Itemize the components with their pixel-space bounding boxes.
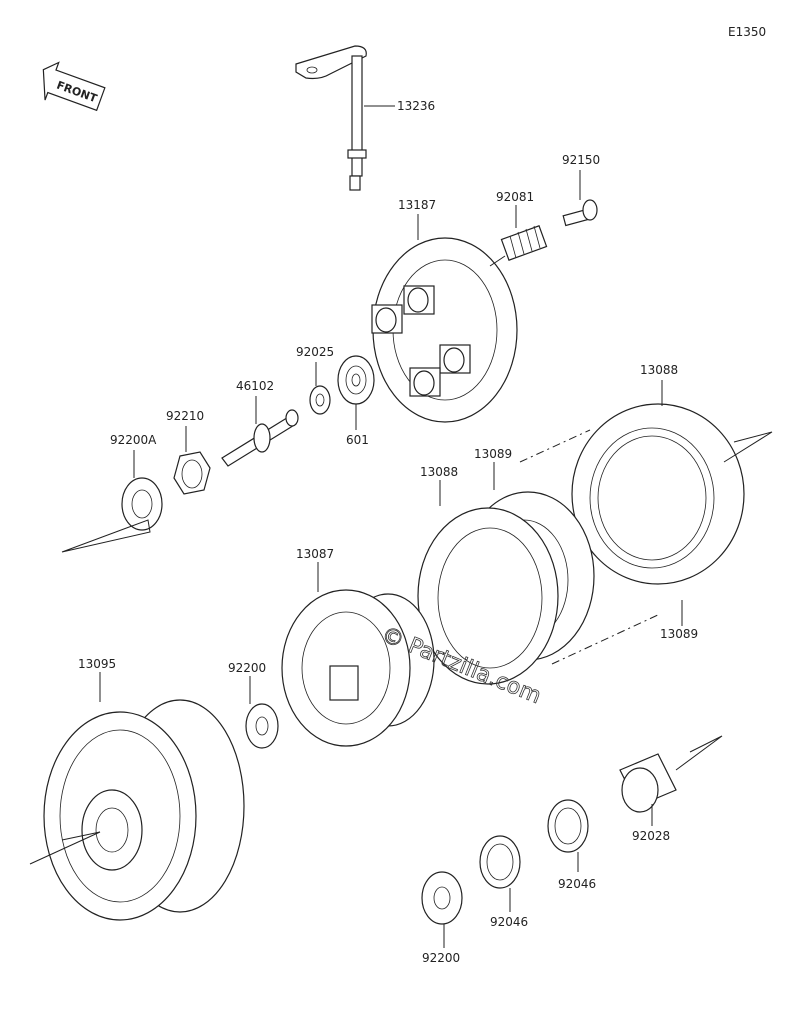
dash-line-upper (519, 429, 591, 463)
label-92046-right: 92046 (558, 877, 596, 891)
label-13088-top: 13088 (640, 363, 678, 377)
clutch-hub-13087 (281, 589, 435, 747)
label-13089-top: 13089 (474, 447, 512, 461)
axis-line-right-bottom (675, 735, 723, 771)
axis-line-left-bottom (29, 831, 101, 865)
axis-line-left-top (61, 519, 151, 553)
nut-92210 (173, 451, 211, 495)
diagram-code: E1350 (728, 25, 766, 39)
bushing-92028 (619, 753, 677, 813)
label-13087: 13087 (296, 547, 334, 561)
label-13187: 13187 (398, 198, 436, 212)
label-92210: 92210 (166, 409, 204, 423)
front-arrow-icon: FRONT (42, 61, 106, 112)
needle-bearing-92046-right (547, 799, 589, 853)
label-92200A: 92200A (110, 433, 157, 447)
friction-plate-13088-top (571, 403, 745, 585)
clutch-housing-13095 (43, 699, 245, 921)
label-13095: 13095 (78, 657, 116, 671)
label-92028: 92028 (632, 829, 670, 843)
axis-line-right-top (723, 431, 773, 463)
label-92200-bottom: 92200 (422, 951, 460, 965)
label-13236: 13236 (397, 99, 435, 113)
label-92025: 92025 (296, 345, 334, 359)
label-92200-mid: 92200 (228, 661, 266, 675)
label-13089-bottom: 13089 (660, 627, 698, 641)
washer-92200-mid (245, 703, 279, 749)
bearing-601 (337, 355, 375, 405)
washer-92025 (309, 385, 331, 415)
spring-92081 (500, 225, 548, 261)
friction-plate-13088-mid (417, 507, 559, 685)
pressure-plate-13187 (371, 237, 518, 423)
label-46102: 46102 (236, 379, 274, 393)
bolt-92150 (562, 199, 598, 227)
washer-92200-bottom (421, 871, 463, 925)
push-rod-46102 (221, 409, 299, 467)
label-92150: 92150 (562, 153, 600, 167)
lock-washer-92200A (121, 477, 163, 531)
dash-line-lower (551, 613, 661, 665)
label-92081: 92081 (496, 190, 534, 204)
label-601: 601 (346, 433, 369, 447)
needle-bearing-92046-left (479, 835, 521, 889)
label-13088-mid: 13088 (420, 465, 458, 479)
shaft-13236 (295, 45, 367, 191)
label-92046-left: 92046 (490, 915, 528, 929)
